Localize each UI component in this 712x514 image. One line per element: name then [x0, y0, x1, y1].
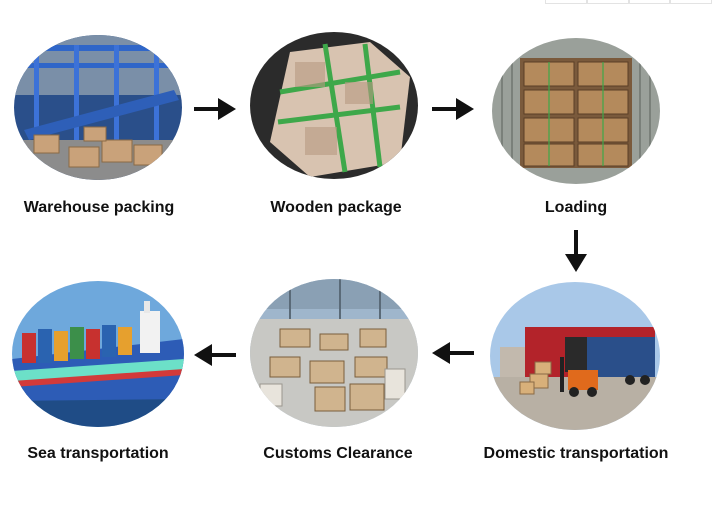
step-label-loading: Loading — [544, 199, 608, 216]
step-label-customs-clearance: Customs Clearance — [263, 445, 413, 462]
right-arrow-icon — [192, 96, 238, 122]
warehouse-packing-photo — [14, 35, 182, 180]
container-loading-photo — [492, 38, 660, 184]
left-arrow-icon — [430, 340, 476, 366]
down-arrow-icon — [563, 228, 589, 274]
wooden-package-photo — [250, 32, 418, 179]
left-arrow-icon — [192, 342, 238, 368]
container-ship-photo — [12, 281, 184, 427]
step-label-domestic-transportation: Domestic transportation — [483, 445, 669, 462]
customs-yard-photo — [250, 279, 418, 427]
right-arrow-icon — [430, 96, 476, 122]
step-label-wooden-package: Wooden package — [270, 199, 402, 216]
step-label-sea-transportation: Sea transportation — [27, 445, 169, 462]
truck-forklift-photo — [490, 282, 660, 430]
step-label-warehouse-packing: Warehouse packing — [23, 199, 175, 216]
top-edge-tabs — [545, 0, 712, 4]
